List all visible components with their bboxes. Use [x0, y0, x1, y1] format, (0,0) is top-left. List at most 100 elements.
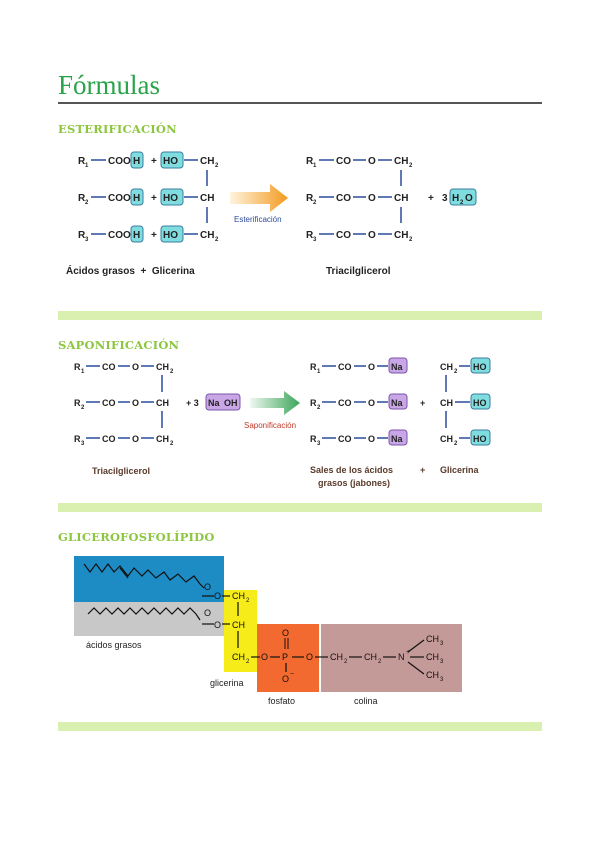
svg-text:CO: CO — [336, 156, 351, 167]
svg-text:Ácidos grasos + Glicerina: Ácidos grasos + Glicerina — [66, 264, 195, 277]
sapo-gly-row-1: CH 2 HO — [440, 357, 491, 375]
svg-text:3: 3 — [81, 441, 85, 447]
svg-text:CH: CH — [156, 434, 169, 444]
svg-text:CH: CH — [232, 591, 245, 601]
esterification-arrow — [230, 184, 288, 212]
svg-text:Sales de los ácidos: Sales de los ácidos — [310, 465, 393, 475]
glycerophospholipid-figure: O O O O CH 2 CH CH 2 O P O O − O CH 2 CH… — [74, 556, 462, 706]
svg-text:3: 3 — [317, 441, 321, 447]
svg-text:Na: Na — [208, 398, 220, 408]
svg-text:HO: HO — [473, 398, 487, 408]
svg-text:2: 2 — [344, 659, 348, 665]
saponification-arrow — [250, 391, 300, 415]
svg-text:3: 3 — [313, 237, 317, 243]
svg-text:O: O — [306, 652, 313, 662]
svg-text:2: 2 — [246, 659, 250, 665]
section-band-2 — [58, 503, 542, 512]
svg-text:2: 2 — [85, 200, 89, 206]
sapo-left-row-3: R 3 CO O CH 2 — [74, 434, 174, 447]
svg-text:R: R — [78, 193, 86, 204]
svg-text:fosfato: fosfato — [268, 696, 295, 706]
fatty-acid-top-block — [74, 556, 224, 602]
svg-text:2: 2 — [170, 441, 174, 447]
svg-text:R: R — [306, 156, 314, 167]
sapo-left-row-2: R 2 CO O CH — [74, 398, 169, 411]
svg-text:O: O — [204, 582, 211, 592]
svg-text:CH: CH — [440, 434, 453, 444]
svg-text:O: O — [282, 628, 289, 638]
svg-text:+: + — [151, 156, 157, 167]
svg-text:O: O — [132, 434, 139, 444]
svg-text:O: O — [204, 608, 211, 618]
ester-right-row-3: R 3 CO O CH 2 — [306, 230, 413, 243]
ester-left-row-1: R 1 COO H + HO CH 2 — [78, 151, 219, 169]
svg-text:grasos (jabones): grasos (jabones) — [318, 478, 390, 488]
title-rule — [58, 102, 542, 104]
choline-block — [321, 624, 462, 692]
svg-text:CH: CH — [200, 156, 214, 167]
ester-left-row-3: R 3 COO H + HO CH 2 — [78, 225, 219, 243]
svg-text:CH: CH — [232, 620, 245, 630]
sapo-gly-row-3: CH 2 HO — [440, 429, 491, 447]
svg-text:CO: CO — [338, 362, 352, 372]
svg-text:O: O — [368, 193, 376, 204]
svg-text:1: 1 — [85, 163, 89, 169]
svg-text:glicerina: glicerina — [210, 678, 244, 688]
svg-text:+: + — [151, 230, 157, 241]
section-heading-glicerofosfolipido: GLICEROFOSFOLÍPIDO — [58, 530, 215, 544]
svg-text:CH: CH — [200, 193, 214, 204]
svg-text:1: 1 — [81, 369, 85, 375]
svg-text:COO: COO — [108, 156, 131, 167]
svg-text:CH: CH — [426, 634, 439, 644]
glycerol-block — [224, 590, 257, 672]
svg-text:R: R — [74, 362, 81, 372]
svg-text:R: R — [310, 398, 317, 408]
svg-text:Na: Na — [391, 398, 403, 408]
svg-text:CO: CO — [338, 434, 352, 444]
svg-text:O: O — [465, 193, 473, 204]
svg-text:2: 2 — [215, 237, 219, 243]
svg-text:CH: CH — [330, 652, 343, 662]
section-heading-esterificacion: ESTERIFICACIÓN — [58, 122, 177, 136]
svg-text:Triacilglicerol: Triacilglicerol — [326, 266, 391, 277]
svg-text:CO: CO — [102, 434, 116, 444]
svg-text:2: 2 — [409, 237, 413, 243]
svg-text:O: O — [214, 620, 221, 630]
svg-text:2: 2 — [317, 405, 321, 411]
svg-text:1: 1 — [317, 369, 321, 375]
svg-text:H: H — [133, 230, 140, 241]
svg-text:CO: CO — [102, 362, 116, 372]
svg-text:H: H — [452, 193, 459, 204]
svg-text:CH: CH — [364, 652, 377, 662]
svg-text:CH: CH — [440, 398, 453, 408]
ester-left-row-2: R 2 COO H + HO CH — [78, 188, 214, 206]
svg-text:O: O — [368, 362, 375, 372]
svg-text:3: 3 — [440, 641, 444, 647]
section-band-1 — [58, 311, 542, 320]
svg-text:2: 2 — [378, 659, 382, 665]
svg-text:R: R — [310, 434, 317, 444]
svg-text:CH: CH — [394, 156, 408, 167]
ester-right-row-2: R 2 CO O CH — [306, 193, 408, 206]
svg-text:O: O — [368, 434, 375, 444]
svg-text:CO: CO — [336, 193, 351, 204]
section-band-3 — [58, 722, 542, 731]
svg-text:R: R — [310, 362, 317, 372]
svg-text:HO: HO — [473, 362, 487, 372]
svg-text:Esterificación: Esterificación — [234, 215, 282, 224]
svg-text:CO: CO — [338, 398, 352, 408]
svg-text:+: + — [151, 193, 157, 204]
svg-text:Triacilglicerol: Triacilglicerol — [92, 466, 150, 476]
svg-text:Saponificación: Saponificación — [244, 421, 296, 430]
svg-text:+: + — [406, 649, 410, 656]
svg-text:O: O — [282, 674, 289, 684]
svg-text:O: O — [214, 591, 221, 601]
svg-text:−: − — [290, 671, 294, 678]
svg-text:R: R — [306, 193, 314, 204]
svg-text:CO: CO — [102, 398, 116, 408]
svg-text:O: O — [132, 362, 139, 372]
svg-text:R: R — [78, 156, 86, 167]
svg-text:O: O — [261, 652, 268, 662]
svg-text:ácidos grasos: ácidos grasos — [86, 640, 142, 650]
svg-text:2: 2 — [454, 369, 458, 375]
